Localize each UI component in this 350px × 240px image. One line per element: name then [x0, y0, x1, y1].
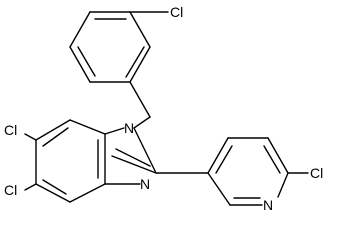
bond-ring-ch2	[129, 81, 151, 118]
atom-n-pyridine: N	[263, 197, 273, 213]
chlorobenzyl-ring	[69, 11, 151, 83]
atom-n3: N	[140, 176, 150, 192]
bond-c5-cl	[24, 183, 37, 191]
atom-n1: N	[124, 120, 134, 136]
bond-ch2-n1	[133, 116, 151, 129]
atom-cl5: Cl	[4, 182, 17, 198]
bond-c6-cl	[24, 133, 37, 141]
molecule-structure-diagram: Cl N Cl Cl N N Cl	[4, 4, 323, 213]
imidazole-ring	[104, 127, 157, 185]
atom-cl-pyridine: Cl	[310, 165, 323, 181]
pyridine-ring	[207, 137, 289, 206]
atom-cl-benzyl: Cl	[170, 4, 183, 20]
benzo-ring	[35, 119, 106, 203]
atom-cl6: Cl	[4, 122, 17, 138]
